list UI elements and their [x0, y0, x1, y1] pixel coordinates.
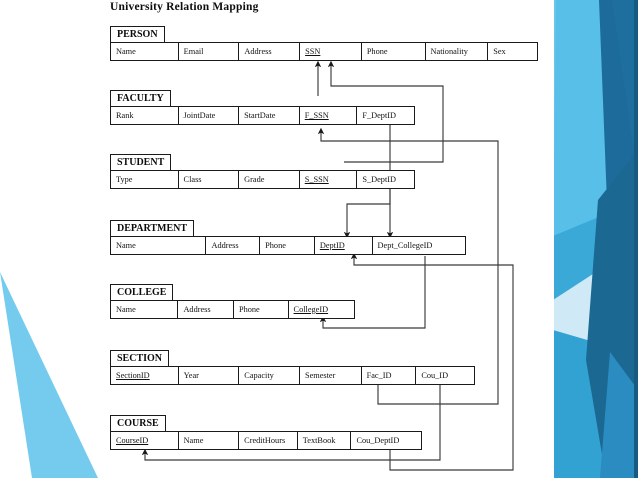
- attribute-row-department: Name Address Phone DeptID Dept_CollegeID: [110, 236, 466, 255]
- attribute-row-course: CourseID Name CreditHours TextBook Cou_D…: [110, 431, 422, 450]
- attr-faculty-jointdate: JointDate: [178, 107, 240, 124]
- attr-student-s-ssn: S_SSN: [299, 171, 358, 188]
- attr-student-class: Class: [178, 171, 240, 188]
- attr-section-cou-id: Cou_ID: [416, 367, 474, 384]
- attr-college-address: Address: [178, 301, 234, 318]
- attr-department-dept-collegeid: Dept_CollegeID: [372, 237, 466, 254]
- deco-right-band: [548, 0, 638, 478]
- relation-name-course: COURSE: [110, 415, 166, 432]
- relation-name-student: STUDENT: [110, 154, 172, 171]
- fk-student-deptid-to-department-deptid: [343, 188, 391, 239]
- attr-faculty-startdate: StartDate: [239, 107, 300, 124]
- attr-section-sectionid: SectionID: [111, 367, 179, 384]
- attr-student-grade: Grade: [239, 171, 300, 188]
- attr-section-fac-id: Fac_ID: [361, 367, 417, 384]
- attr-person-name: Name: [111, 43, 179, 60]
- attr-person-ssn: SSN: [300, 43, 362, 60]
- attr-faculty-f-ssn: F_SSN: [299, 107, 358, 124]
- attr-course-cou-deptid: Cou_DeptID: [351, 432, 421, 449]
- attr-department-name: Name: [111, 237, 207, 254]
- attr-section-year: Year: [178, 367, 240, 384]
- attr-person-address: Address: [239, 43, 301, 60]
- attr-course-courseid: CourseID: [111, 432, 179, 449]
- attr-section-capacity: Capacity: [239, 367, 300, 384]
- attribute-row-person: Name Email Address SSN Phone Nationality…: [110, 42, 538, 61]
- attr-faculty-rank: Rank: [111, 107, 179, 124]
- attr-student-s-deptid: S_DeptID: [357, 171, 414, 188]
- attribute-row-student: Type Class Grade S_SSN S_DeptID: [110, 170, 415, 189]
- attribute-row-section: SectionID Year Capacity Semester Fac_ID …: [110, 366, 475, 385]
- deco-bottom-left-triangle: [0, 272, 98, 478]
- attr-person-phone: Phone: [361, 43, 426, 60]
- attr-course-textbook: TextBook: [297, 432, 352, 449]
- attr-department-phone: Phone: [260, 237, 315, 254]
- attr-person-nationality: Nationality: [425, 43, 489, 60]
- attr-department-address: Address: [206, 237, 261, 254]
- attr-college-name: Name: [111, 301, 179, 318]
- attr-person-sex: Sex: [488, 43, 537, 60]
- attr-section-semester: Semester: [299, 367, 362, 384]
- page-title: University Relation Mapping: [110, 1, 259, 13]
- relation-name-section: SECTION: [110, 350, 170, 367]
- attr-course-name: Name: [178, 432, 240, 449]
- attr-course-credithours: CreditHours: [239, 432, 298, 449]
- attribute-row-faculty: Rank JointDate StartDate F_SSN F_DeptID: [110, 106, 415, 125]
- attr-department-deptid: DeptID: [314, 237, 373, 254]
- attr-person-email: Email: [178, 43, 240, 60]
- attr-college-phone: Phone: [233, 301, 289, 318]
- attr-faculty-f-deptid: F_DeptID: [357, 107, 414, 124]
- relation-name-faculty: FACULTY: [110, 90, 171, 107]
- attribute-row-college: Name Address Phone CollegeID: [110, 300, 355, 319]
- attr-college-collegeid: CollegeID: [288, 301, 354, 318]
- relation-name-person: PERSON: [110, 26, 165, 43]
- relation-name-department: DEPARTMENT: [110, 220, 195, 237]
- relation-name-college: COLLEGE: [110, 284, 174, 301]
- attr-student-type: Type: [111, 171, 179, 188]
